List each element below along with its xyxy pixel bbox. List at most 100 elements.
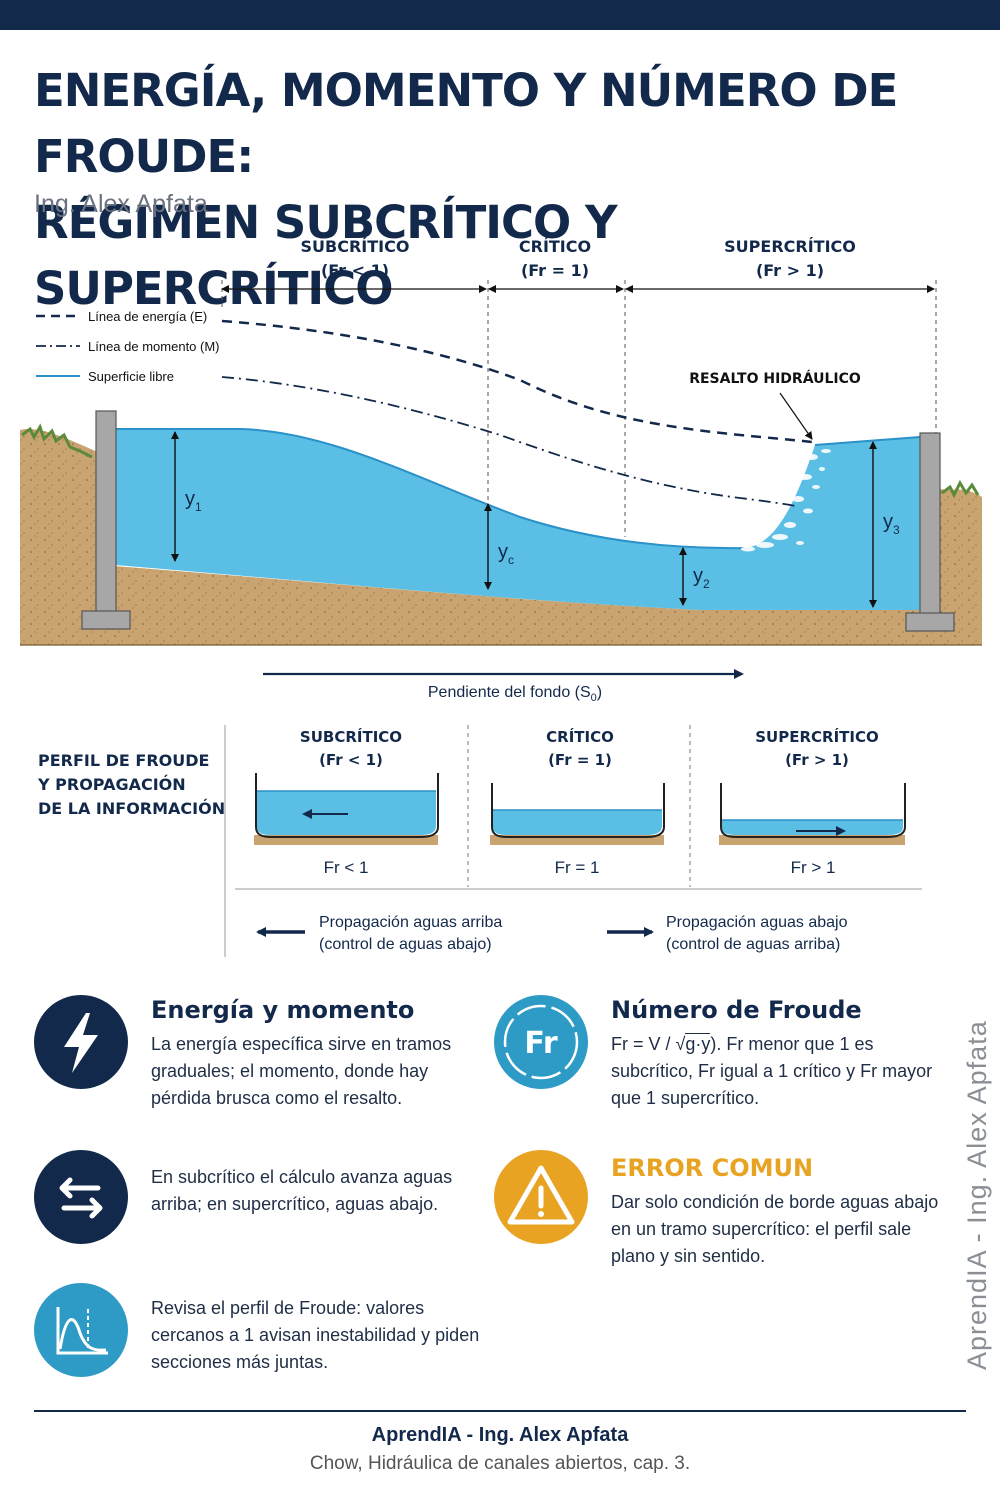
card-text: Dar solo condición de borde aguas abajo … [611,1192,939,1266]
footer-divider [34,1410,966,1412]
section-channel-walls [255,773,439,838]
card-title: Número de Froude [611,996,862,1024]
downstream-line-1: Propagación aguas abajo [666,914,848,931]
froude-title-line: PERFIL DE FROUDE [38,751,209,770]
page-title: ENERGÍA, MOMENTO Y NÚMERO DE FROUDE: RÉG… [34,58,984,322]
y3-subscript: 3 [893,523,900,537]
froude-profile-title: PERFIL DE FROUDE Y PROPAGACIÓN DE LA INF… [37,751,225,818]
zone-cond: (Fr > 1) [756,261,824,280]
zone-cond: (Fr < 1) [321,261,389,280]
section-name: SUBCRÍTICO [300,727,402,746]
channel-diagram: SUBCRÍTICO (Fr < 1) CRÍTICO (Fr = 1) SUP… [20,237,982,957]
svg-text:y3: y3 [883,511,900,537]
section-value: Fr = 1 [555,858,600,877]
section-bed [254,835,438,845]
yc-subscript: c [508,553,514,567]
water-body [115,429,920,610]
section-water [721,820,903,835]
zone-header-critical: CRÍTICO (Fr = 1) [519,237,591,280]
section-bed [490,835,664,845]
footer-reference: Chow, Hidráulica de canales abiertos, ca… [309,1453,691,1474]
legend-surface-label: Superficie libre [88,369,174,384]
soil-ground [20,429,982,645]
svg-text:y2: y2 [693,565,710,591]
slope-label: Pendiente del fondo (S0) [428,684,602,704]
zone-name: SUPERCRÍTICO [724,237,856,256]
legend-energy-label: Línea de energía (E) [88,309,207,324]
jump-label: RESALTO HIDRÁULICO [689,370,861,387]
zone-separators [221,280,937,537]
card-text: La energía específica sirve en tramos gr… [151,1034,452,1108]
upstream-line-1: Propagación aguas arriba [319,914,502,931]
card-text: Revisa el perfil de Froude: valores cerc… [151,1298,480,1372]
section-value: Fr > 1 [791,858,836,877]
jump-pointer [779,392,813,440]
depth-y1: y1 [171,431,202,562]
y2-subscript: 2 [703,577,710,591]
legend-momentum-label: Línea de momento (M) [88,339,220,354]
top-bar [0,0,1000,30]
section-subcritical: SUBCRÍTICO (Fr < 1) Fr < 1 [254,727,439,877]
left-wall [81,410,131,630]
depth-yc: yc [484,503,514,590]
depth-y2: y2 [679,547,710,606]
card-title: Energía y momento [151,996,415,1024]
formula-pre: Fr = V / [611,1034,676,1054]
lightning-icon [34,995,128,1089]
energy-line [221,319,813,444]
arrows-icon [34,1150,128,1244]
zone-name: CRÍTICO [519,237,591,256]
jump-surface-line [814,436,921,446]
yc-symbol: y [498,541,508,563]
section-bed [719,835,905,845]
section-value: Fr < 1 [324,858,369,877]
depth-y3: y3 [869,441,900,608]
warning-icon [494,1150,588,1244]
card-title: ERROR COMUN [611,1154,814,1182]
slope-text: Pendiente del fondo (S [428,684,591,701]
propagation-downstream: Propagación aguas abajo (control de agua… [607,914,848,953]
card-text: Fr = V / √(g·y). Fr menor que 1 es subcr… [611,1031,951,1112]
card-text: En subcrítico el cálculo avanza aguas ar… [151,1167,453,1214]
grass-left [21,423,93,459]
zone-name: SUBCRÍTICO [301,237,410,256]
side-watermark: AprendIA - Ing. Alex Apfata [962,1020,992,1370]
section-cond: (Fr = 1) [548,751,612,769]
y1-symbol: y [185,488,195,510]
hydraulic-jump-foam [741,449,831,552]
section-channel-walls [491,783,665,838]
chart-icon [34,1283,128,1377]
slope-close: ) [597,684,602,701]
y1-subscript: 1 [195,500,202,514]
svg-text:y1: y1 [185,488,202,514]
formula-post: ). Fr menor que 1 es subcrítico, Fr igua… [611,1034,933,1108]
title-line-2: RÉGIMEN SUBCRÍTICO Y SUPERCRÍTICO [34,196,618,315]
section-cond: (Fr < 1) [319,751,383,769]
author: Ing. Alex Apfata [34,190,208,218]
froude-title-line: DE LA INFORMACIÓN [38,799,225,818]
slope-subscript: 0 [591,692,597,704]
y3-symbol: y [883,511,893,533]
section-supercritical: SUPERCRÍTICO (Fr > 1) Fr > 1 [719,727,906,877]
zone-header-supercritical: SUPERCRÍTICO (Fr > 1) [724,237,856,280]
free-surface-line [115,428,746,550]
y2-symbol: y [693,565,703,587]
section-name: SUPERCRÍTICO [755,727,879,746]
right-wall [905,432,955,632]
section-cond: (Fr > 1) [785,751,849,769]
section-water [492,810,662,835]
fr-icon: Fr [494,995,588,1089]
svg-text:yc: yc [498,541,514,567]
downstream-line-2: (control de aguas arriba) [666,936,840,953]
fr-icon-text: Fr [524,1026,558,1061]
froude-title-line: Y PROPAGACIÓN [37,775,186,794]
zone-header-subcritical: SUBCRÍTICO (Fr < 1) [301,237,410,280]
section-name: CRÍTICO [546,727,614,746]
grass-right [941,479,980,499]
title-line-1: ENERGÍA, MOMENTO Y NÚMERO DE FROUDE: [34,64,898,183]
propagation-upstream: Propagación aguas arriba (control de agu… [256,914,502,953]
legend: Línea de energía (E) Línea de momento (M… [36,309,220,384]
zone-cond: (Fr = 1) [521,261,589,280]
formula-sqrt-symbol: √ [675,1034,686,1054]
section-channel-walls [720,783,906,838]
